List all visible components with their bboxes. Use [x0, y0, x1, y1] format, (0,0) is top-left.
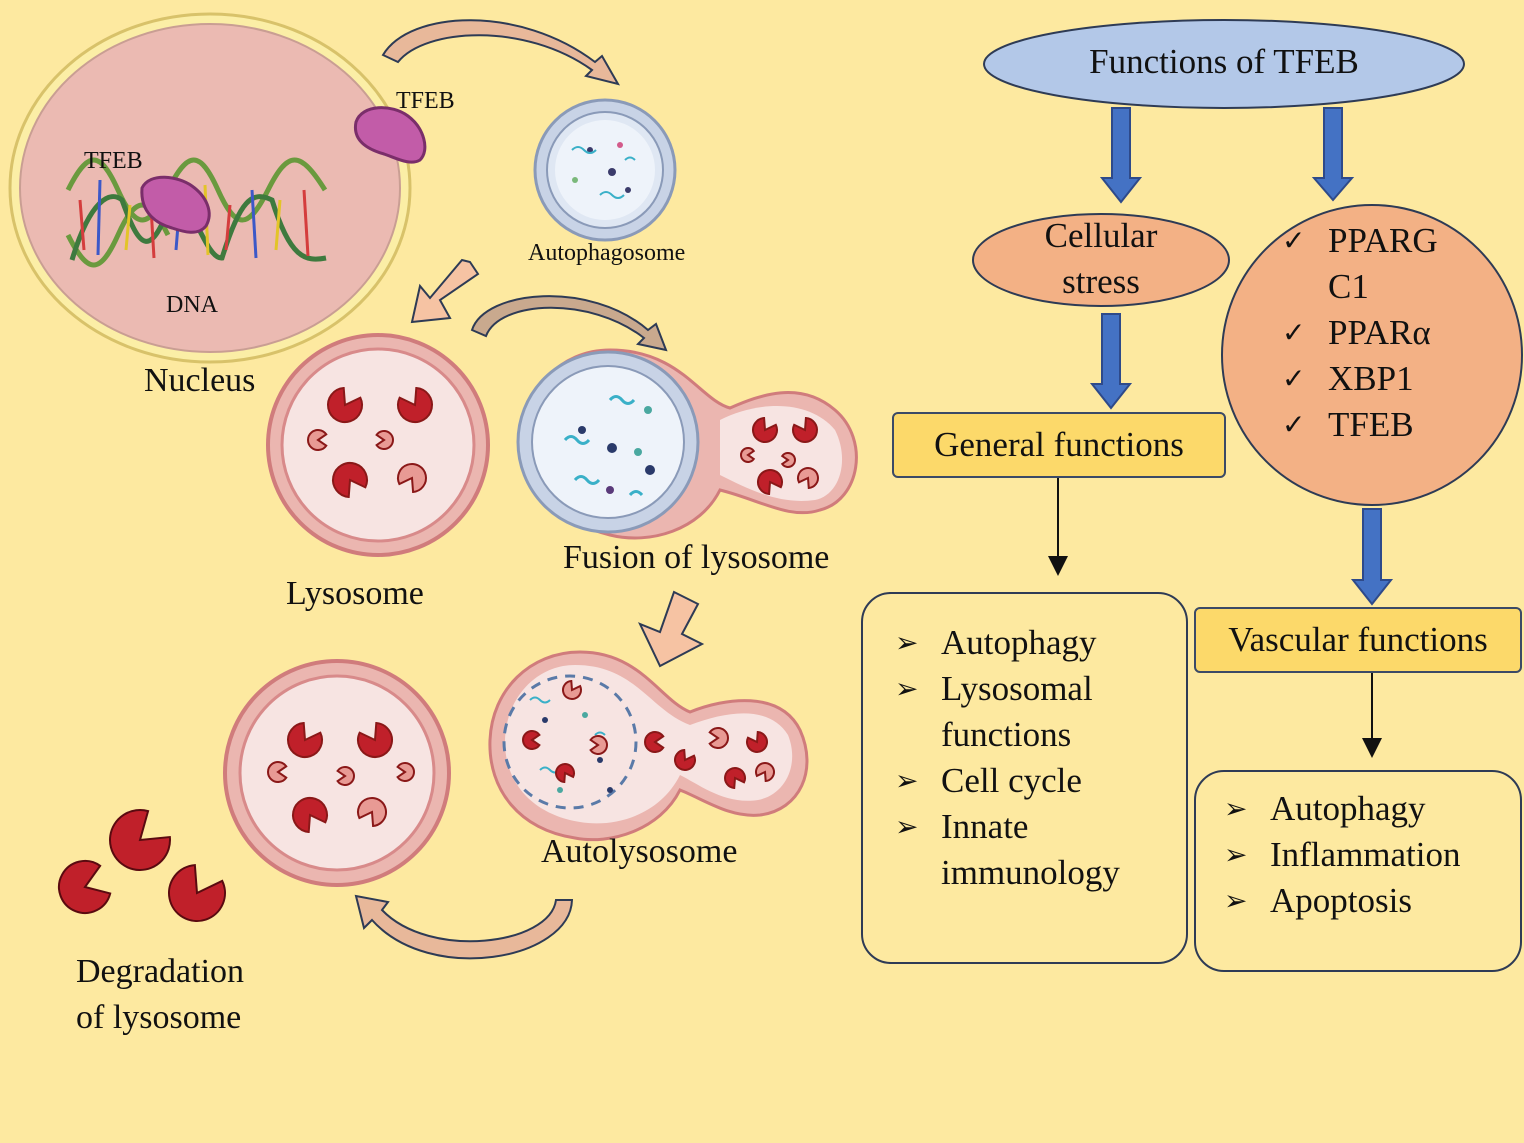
enzyme-icon: [58, 860, 112, 914]
lysosome-shape: [223, 659, 451, 887]
arrowhead-bullet-icon: ➢: [1224, 884, 1248, 917]
enzyme-icon: [522, 730, 541, 750]
cellular-stress-ellipse: [972, 213, 1230, 307]
degradation-label-line1: Degradation: [76, 953, 245, 990]
enzyme-icon: [287, 721, 323, 758]
vascular-item: ➢Autophagy: [1224, 786, 1461, 832]
lysosome-label: Lysosome: [286, 575, 424, 612]
lysosomal-enzyme-icons: [58, 386, 819, 922]
cellular-stress-line2: stress: [1062, 262, 1140, 301]
curved-arrow-icon: [354, 894, 574, 960]
checkmark-icon: ✓: [1282, 362, 1306, 395]
enzyme-icon: [755, 762, 775, 783]
enzyme-icon: [792, 416, 818, 443]
curved-arrow-icon: [470, 295, 668, 352]
checkmark-icon: ✓: [1282, 408, 1306, 441]
enzyme-icon: [589, 735, 608, 755]
fusion-label: Fusion of lysosome: [563, 539, 830, 576]
tfeb-protein-icon: [353, 106, 427, 164]
enzyme-icon: [644, 731, 665, 753]
enzyme-icon: [555, 763, 575, 784]
tfeb-label-outer: TFEB: [396, 88, 455, 114]
enzyme-icon: [292, 797, 328, 834]
enzyme-icon: [357, 721, 393, 758]
enzyme-icon: [752, 416, 778, 443]
block-arrow-icon: [410, 258, 480, 324]
degradation-label-line2: of lysosome: [76, 999, 242, 1036]
vascular-functions-box: ➢Autophagy ➢Inflammation ➢Apoptosis: [1194, 770, 1522, 972]
autophagosome-shape: [533, 98, 677, 242]
general-item: ➢Autophagy: [895, 620, 1120, 666]
autophagosome-label: Autophagosome: [528, 240, 686, 266]
tfeb-label-inner: TFEB: [84, 148, 143, 174]
enzyme-icon: [336, 766, 355, 786]
enzyme-icon: [397, 386, 433, 423]
vascular-functions-header: Vascular functions: [1194, 607, 1522, 673]
arrowhead-bullet-icon: ➢: [895, 764, 919, 797]
curved-arrow-icon: [381, 19, 621, 86]
targets-circle: [1221, 204, 1523, 506]
enzyme-icon: [307, 429, 328, 451]
target-item: ✓XBP1: [1282, 356, 1438, 402]
vascular-item: ➢Inflammation: [1224, 832, 1461, 878]
enzyme-icon: [780, 452, 796, 468]
vascular-item: ➢Apoptosis: [1224, 878, 1461, 924]
nucleus-label: Nucleus: [144, 362, 256, 399]
diagram-title: Functions of TFEB: [1089, 42, 1359, 81]
tfeb-protein-icon: [140, 175, 211, 234]
target-item: C1: [1328, 267, 1369, 306]
checkmark-icon: ✓: [1282, 224, 1306, 257]
target-item: ✓PPARα: [1282, 310, 1438, 356]
block-arrow-icon: [637, 590, 705, 668]
target-item: ✓TFEB: [1282, 402, 1438, 448]
enzyme-icon: [740, 447, 756, 463]
enzyme-icon: [332, 462, 368, 499]
enzyme-icon: [397, 463, 427, 494]
enzyme-icon: [396, 762, 415, 782]
enzyme-icon: [168, 864, 226, 922]
checkmark-icon: ✓: [1282, 316, 1306, 349]
enzyme-icon: [746, 730, 768, 753]
enzyme-icon: [724, 767, 746, 790]
cellular-stress-line1: Cellular: [1044, 216, 1158, 255]
enzyme-icon: [109, 809, 171, 871]
enzyme-icon: [357, 797, 387, 828]
arrowhead-bullet-icon: ➢: [895, 672, 919, 705]
target-item: ✓PPARG: [1282, 218, 1438, 264]
autolysosome-label: Autolysosome: [541, 833, 738, 870]
arrowhead-bullet-icon: ➢: [895, 626, 919, 659]
fusion-shape: [516, 348, 858, 540]
enzyme-icon: [708, 727, 729, 749]
enzyme-icon: [757, 469, 783, 496]
blue-arrow-icons: [1089, 107, 1394, 606]
enzyme-icon: [375, 430, 394, 450]
title-ellipse: [983, 19, 1465, 109]
enzyme-icon: [267, 761, 288, 783]
enzyme-icon: [327, 386, 363, 423]
targets-list: ✓PPARG C1 ✓PPARα ✓XBP1 ✓TFEB: [1282, 218, 1438, 448]
arrowhead-bullet-icon: ➢: [895, 810, 919, 843]
arrowhead-bullet-icon: ➢: [1224, 792, 1248, 825]
general-item: ➢Cell cycle: [895, 758, 1120, 804]
nucleus-shape: [8, 12, 412, 364]
enzyme-icon: [797, 467, 819, 490]
enzyme-icon: [674, 748, 696, 771]
enzyme-icon: [562, 679, 582, 700]
arrowhead-bullet-icon: ➢: [1224, 838, 1248, 871]
dna-label: DNA: [166, 292, 218, 318]
general-functions-header: General functions: [892, 412, 1226, 478]
